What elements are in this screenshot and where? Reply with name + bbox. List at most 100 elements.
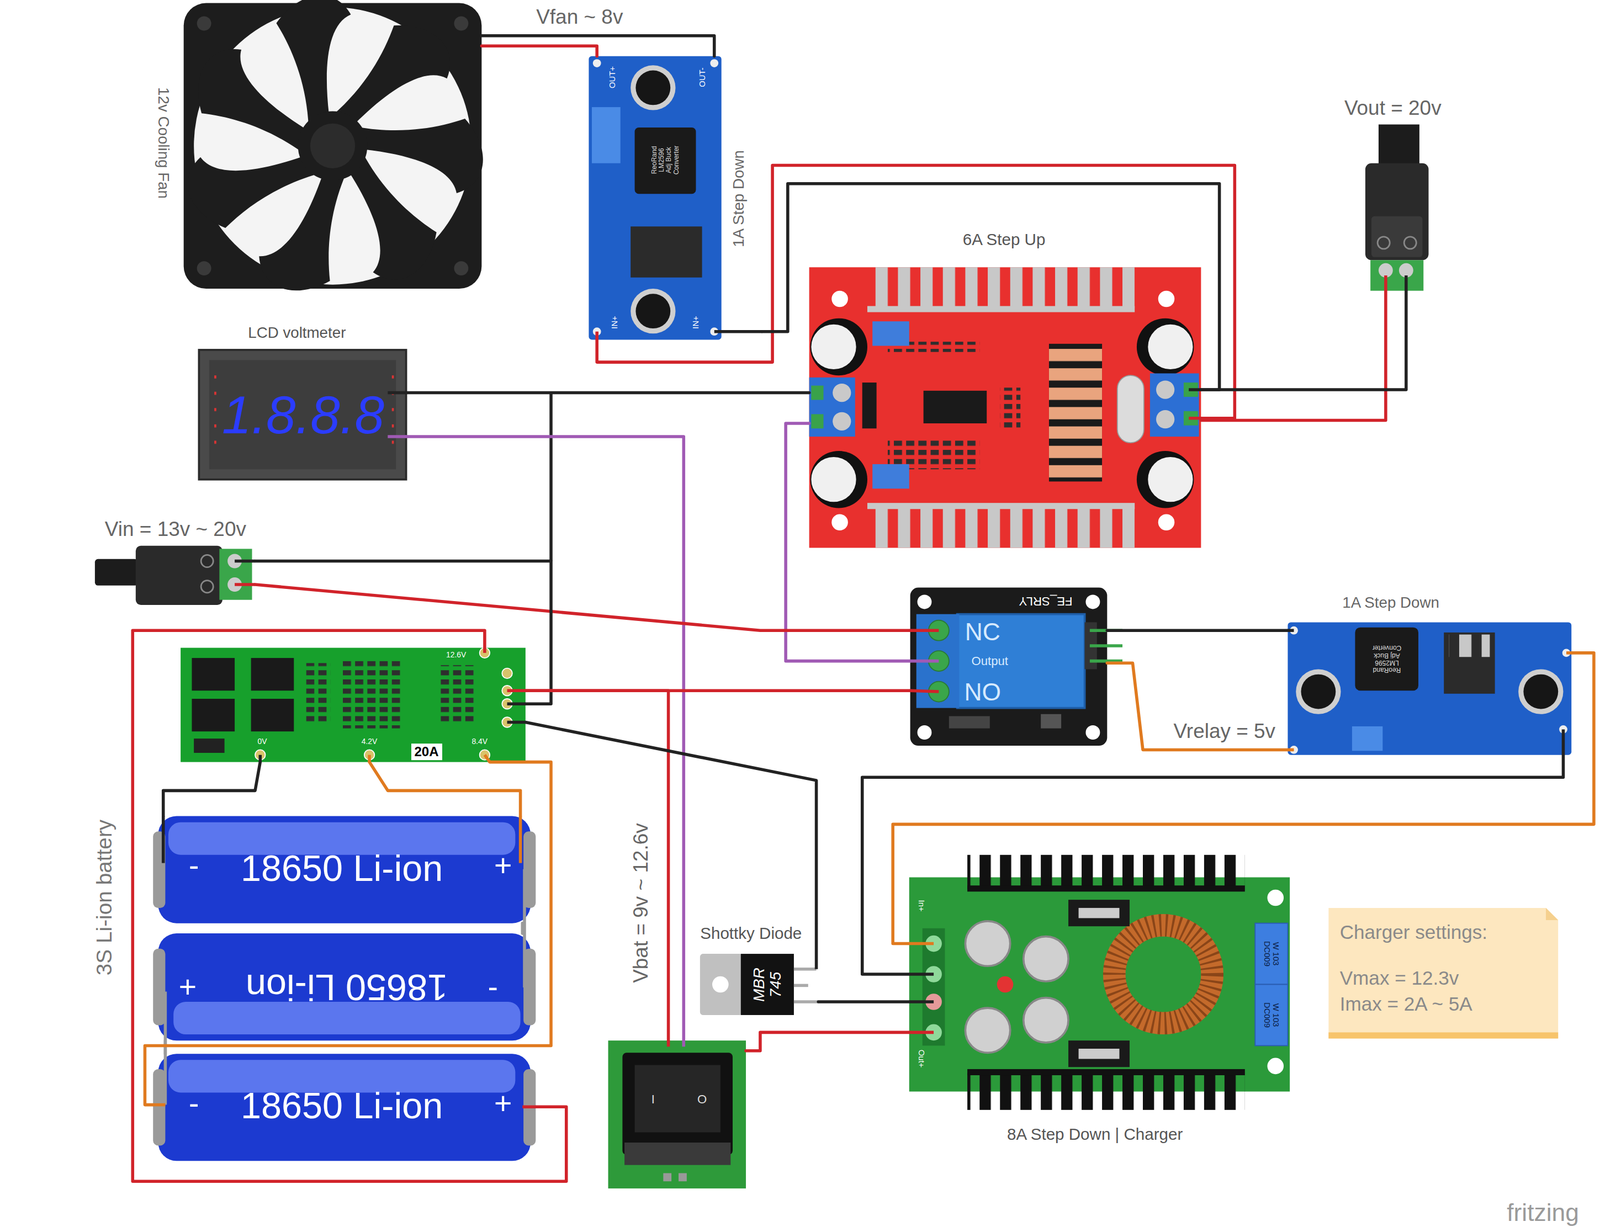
- charger-board: [1267, 889, 1284, 907]
- part-label: I: [651, 1093, 655, 1107]
- boost-board: [811, 414, 824, 429]
- part-label: 18650 Li-ion: [240, 847, 443, 890]
- part-label: Vout = 20v: [1344, 96, 1442, 121]
- part-label: 18650 Li-ion: [240, 1084, 443, 1128]
- buck-board: [710, 59, 719, 68]
- part-label: Imax = 2A ~ 5A: [1339, 992, 1473, 1015]
- buck-board: [635, 293, 671, 329]
- wire-connector: [406, 436, 685, 1041]
- part-label: -: [487, 970, 498, 1006]
- buck-board: [1295, 669, 1341, 714]
- boost-board: [1048, 343, 1103, 482]
- lcd-voltmeter: [389, 373, 394, 455]
- dc-jack-out: [1370, 260, 1424, 291]
- cooling-fan: [188, 36, 311, 173]
- charger-board: [1068, 899, 1130, 927]
- part-label: W 103 DC009: [1262, 939, 1281, 969]
- boost-board: [867, 502, 1135, 510]
- relay-board: [1085, 725, 1100, 740]
- charger-board: [1267, 1058, 1284, 1075]
- wire-connector: [163, 762, 261, 817]
- part-label: 6A Step Up: [962, 230, 1046, 249]
- relay-board: [1040, 714, 1062, 729]
- part-label: Vin = 13v ~ 20v: [104, 517, 247, 542]
- part-label: +: [494, 848, 512, 884]
- dc-jack-in: [94, 546, 256, 606]
- part-label: 12v Cooling Fan: [154, 87, 173, 199]
- buck-board: [1352, 726, 1383, 751]
- relay-board: [917, 595, 932, 610]
- boost-board: [1156, 380, 1175, 399]
- part-label: LCD voltmeter: [247, 324, 346, 342]
- boost-board: [1150, 373, 1200, 437]
- boost-board: [1136, 318, 1195, 376]
- rocker-switch: [663, 1173, 672, 1182]
- wire-connector: [481, 35, 714, 57]
- schottky-diode: [700, 923, 819, 1016]
- buck-board: [588, 56, 722, 341]
- voltmeter-part: LCD voltmeter1.8.8.8: [198, 321, 406, 480]
- cooling-fan: [310, 123, 356, 169]
- boost-board: [872, 464, 910, 489]
- part-label: OUT-: [697, 67, 707, 88]
- charger-board: [1254, 984, 1288, 1047]
- charger-board: [965, 1008, 1010, 1053]
- wire-connector: [1106, 663, 1288, 750]
- battery-cell: 18650 Li-ion+-: [152, 933, 536, 1041]
- buck-board: [630, 65, 676, 110]
- part-label: W 103 DC009: [1262, 1000, 1281, 1030]
- battery-cells: [157, 816, 531, 924]
- boost-board: [831, 514, 849, 531]
- charger-board: [1068, 1040, 1130, 1068]
- bms-board: [341, 661, 404, 729]
- dc-jack-in: [200, 580, 214, 593]
- part-label: 1A Step Down: [729, 150, 748, 248]
- sticky-note: [1545, 908, 1559, 921]
- buck-board: [634, 127, 697, 194]
- cooling-fan: [197, 261, 212, 276]
- schottky-diode: [793, 967, 817, 972]
- charger-board: [909, 1031, 934, 1035]
- lcd-voltmeter: [198, 350, 406, 480]
- buck-board: [1300, 674, 1336, 710]
- cooling-fan: [453, 261, 469, 276]
- battery-cells: [152, 1103, 166, 1107]
- boost-board: [809, 377, 856, 437]
- charger-board: [909, 942, 934, 946]
- boost-module: 6A Step Up: [809, 226, 1202, 548]
- part-label: ReoRand LM2596 Adj Buck Converter: [1370, 644, 1404, 675]
- schottky-diode: Shottky DiodeMBR 745: [693, 923, 819, 1016]
- buck-board: [1518, 669, 1564, 714]
- battery-cells: [152, 949, 166, 1026]
- bms-board: [507, 702, 526, 706]
- wire-connector: [745, 1032, 910, 1051]
- relay-module: FE_SRLYNCOutputNO: [910, 587, 1108, 746]
- cooling-fan: [298, 110, 368, 181]
- charger-board: [997, 976, 1014, 994]
- dc-jack-in: [200, 554, 214, 568]
- dc-jack-out: [1399, 263, 1414, 278]
- charger-board: [1078, 1048, 1120, 1059]
- relay-board: [910, 690, 940, 692]
- bms-board: [251, 658, 295, 691]
- wire-connector: [596, 165, 1235, 418]
- part-label: In+: [916, 900, 926, 913]
- part-label: 8A Step Down | Charger: [1007, 1125, 1183, 1144]
- charger-module: 8A Step Down | ChargerIn+Out+W 103 DC009…: [909, 855, 1290, 1152]
- part-label: 4.2V: [361, 737, 378, 747]
- wire-connector: [1200, 290, 1386, 421]
- watermark: fritzing: [1506, 1198, 1580, 1227]
- battery-cell: 18650 Li-ion-+: [152, 1053, 536, 1162]
- rocker-switch: [622, 1052, 733, 1156]
- battery-cell: 18650 Li-ion-+: [152, 816, 536, 924]
- dc-jack-in: [234, 559, 256, 564]
- note-box: Charger settings:Vmax = 12.3vImax = 2A ~…: [1328, 908, 1559, 1040]
- cooling-fan: [174, 0, 500, 306]
- dc-jack: Vout = 20v: [1336, 91, 1455, 291]
- rocker-switch: [678, 1173, 687, 1182]
- boost-board: [867, 305, 1135, 312]
- voltage-note: Vfan ~ 8v: [536, 5, 623, 30]
- charger-board: [1023, 998, 1069, 1043]
- charger-board: [909, 877, 1290, 1092]
